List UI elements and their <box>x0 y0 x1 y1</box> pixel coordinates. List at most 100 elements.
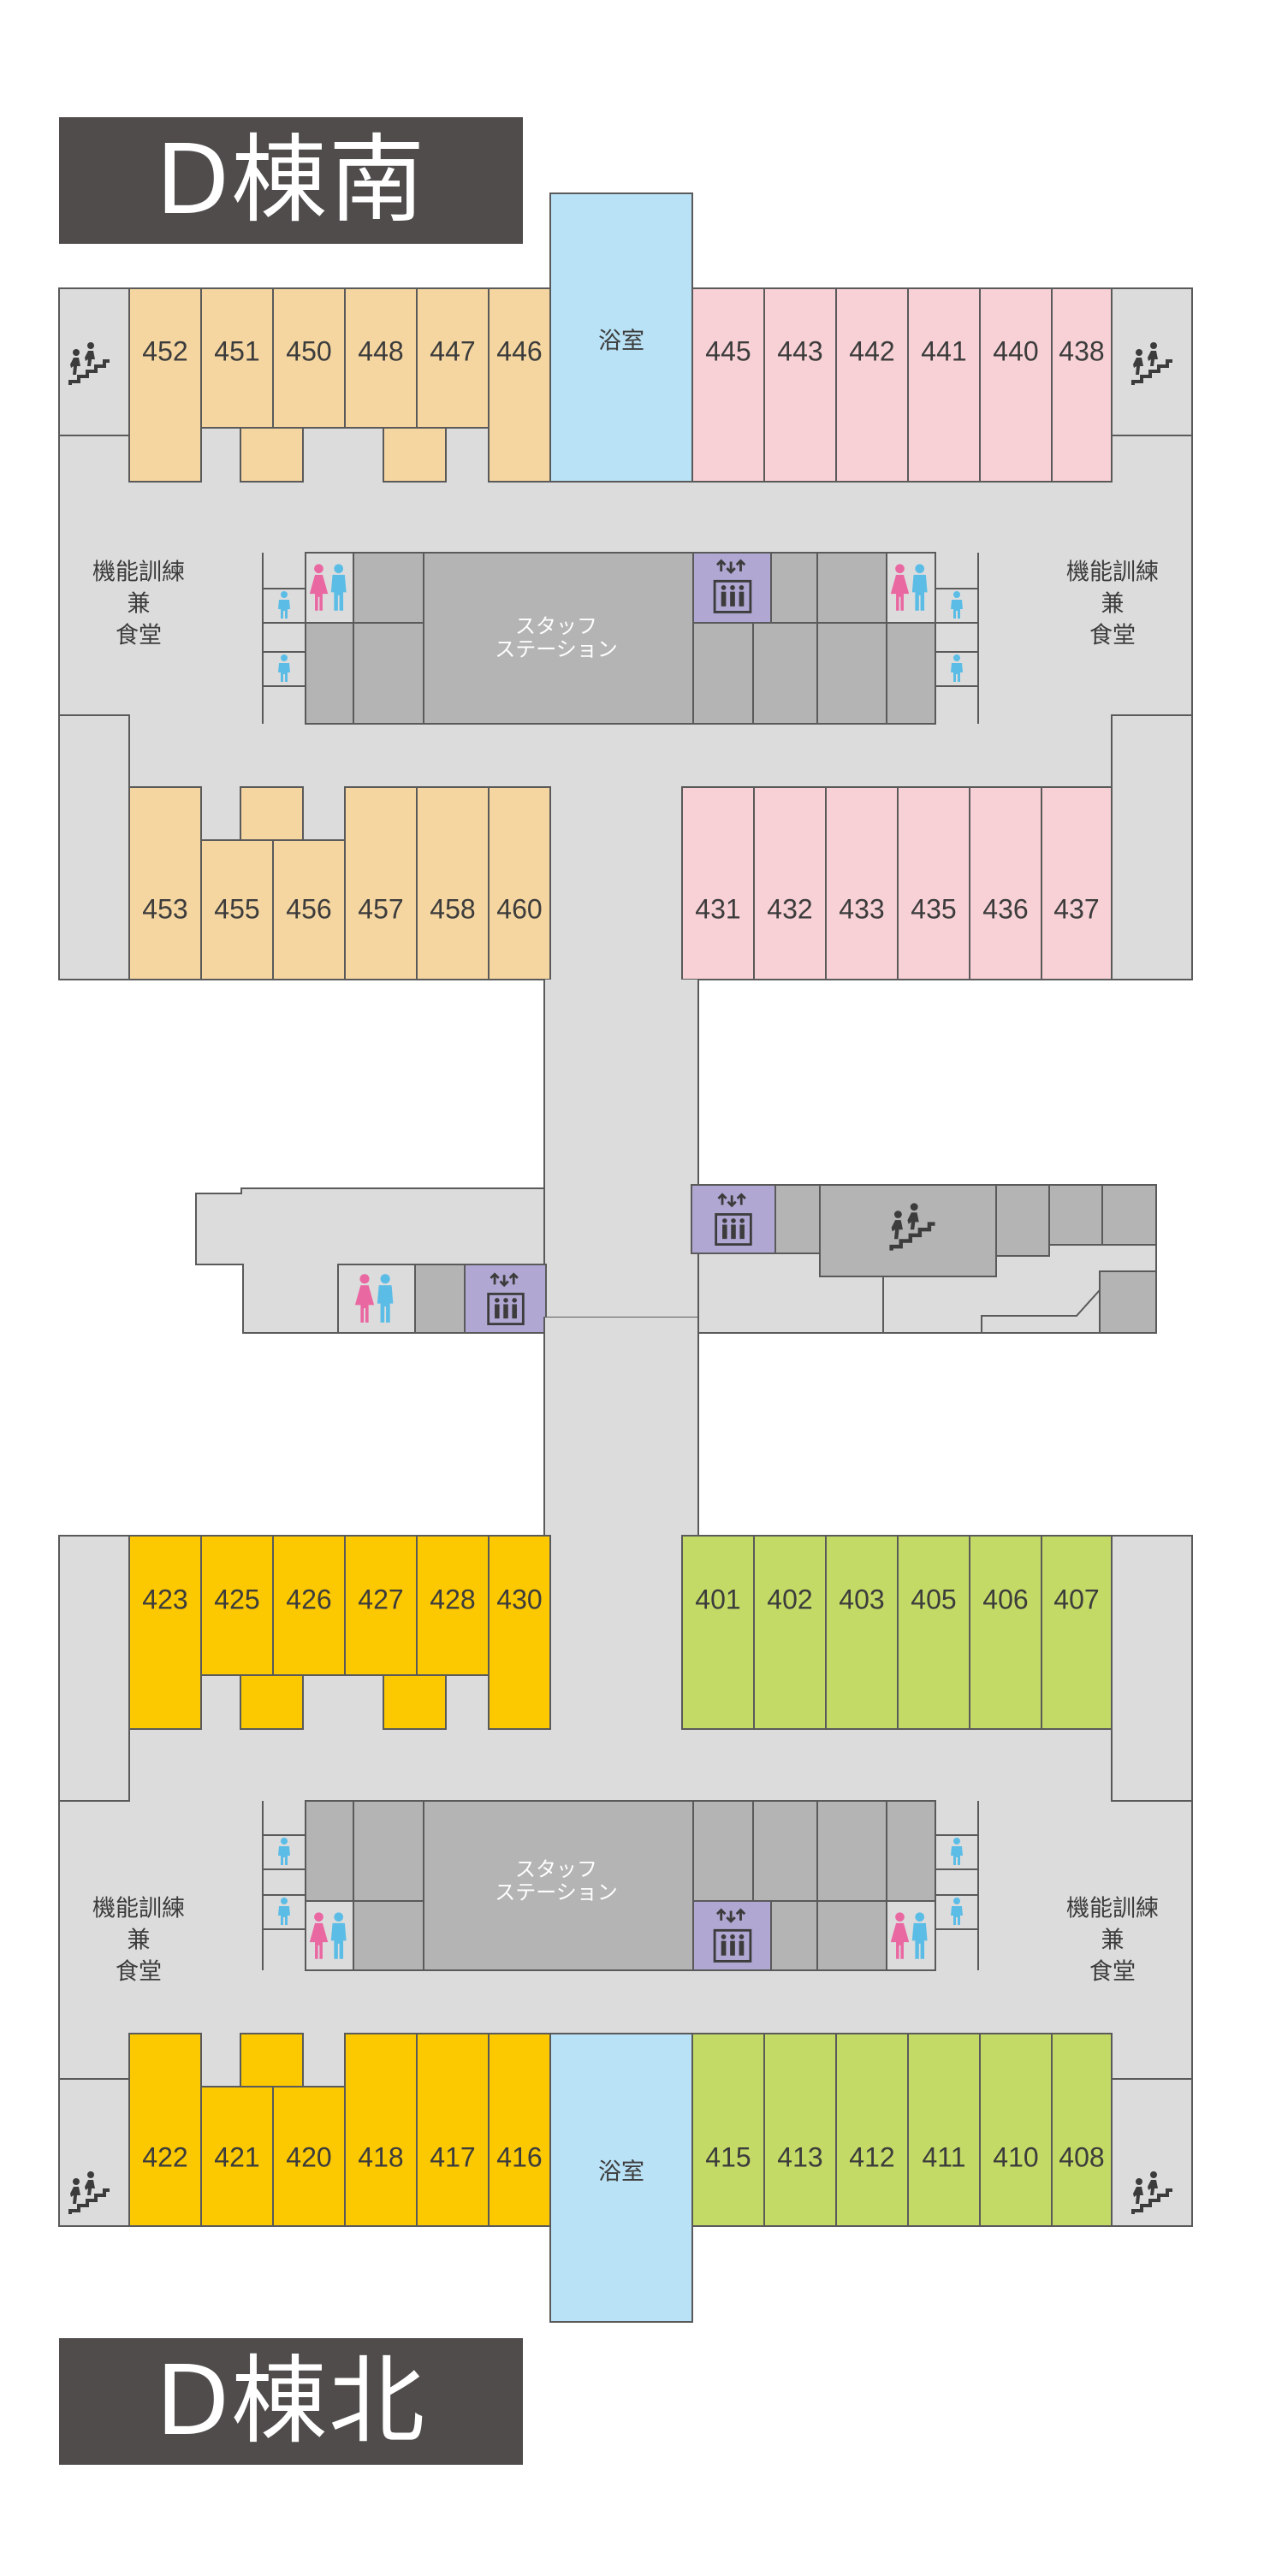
room-446[interactable] <box>488 287 551 483</box>
room-number: 410 <box>993 2141 1038 2172</box>
room-406[interactable] <box>969 1535 1042 1730</box>
room-number: 425 <box>214 1584 259 1614</box>
room-415[interactable] <box>691 2033 765 2227</box>
room-number: 413 <box>777 2141 822 2172</box>
south-bath-label: 浴室 <box>598 329 644 355</box>
room-420[interactable] <box>272 2086 346 2227</box>
staff-station[interactable] <box>305 552 936 725</box>
room-453[interactable] <box>128 786 202 980</box>
north-side-left <box>58 1535 130 1802</box>
room-number: 440 <box>993 335 1038 366</box>
north-bottom-right-rooms: 415 413 412 411 410 408 <box>691 2033 1113 2227</box>
room-number: 443 <box>777 335 822 366</box>
room-number: 411 <box>922 2141 965 2172</box>
staff-station-label: ステーション <box>495 637 618 661</box>
room-432[interactable] <box>753 786 827 980</box>
room-number: 455 <box>214 893 259 924</box>
room-418[interactable] <box>344 2033 418 2227</box>
room-423[interactable] <box>128 1535 202 1730</box>
south-side-right <box>1111 714 1193 980</box>
room-number: 406 <box>982 1584 1028 1614</box>
room-401[interactable] <box>681 1535 755 1730</box>
north-side-right <box>1111 1535 1193 1802</box>
training-label: 兼 <box>128 591 151 618</box>
staff-station-label: スタッフ <box>515 614 597 638</box>
room-number: 441 <box>921 335 966 366</box>
room-number: 456 <box>286 893 331 924</box>
room-411[interactable] <box>907 2033 981 2227</box>
room-number: 437 <box>1053 893 1099 924</box>
stairwell-middle[interactable] <box>819 1184 997 1277</box>
north-bath[interactable] <box>549 2033 693 2323</box>
room-457[interactable] <box>344 786 418 980</box>
room-408[interactable] <box>1051 2033 1113 2227</box>
room-403[interactable] <box>825 1535 899 1730</box>
room-413[interactable] <box>763 2033 837 2227</box>
room-416[interactable] <box>488 2033 551 2227</box>
room-number: 402 <box>767 1584 812 1614</box>
room-440[interactable] <box>979 287 1053 483</box>
room-441[interactable] <box>907 287 981 483</box>
room-438[interactable] <box>1051 287 1113 483</box>
room-450[interactable] <box>272 287 346 429</box>
room-455-annex <box>240 786 304 841</box>
room-number: 442 <box>849 335 894 366</box>
room-number: 431 <box>695 893 740 924</box>
training-label: 兼 <box>128 1928 151 1954</box>
room-number: 415 <box>705 2141 751 2172</box>
room-442[interactable] <box>835 287 909 483</box>
room-number: 407 <box>1053 1584 1099 1614</box>
room-number: 447 <box>430 335 475 366</box>
room-412[interactable] <box>835 2033 909 2227</box>
room-422[interactable] <box>128 2033 202 2227</box>
room-431[interactable] <box>681 786 755 980</box>
training-label: 機能訓練 <box>92 560 185 586</box>
room-407[interactable] <box>1041 1535 1113 1730</box>
south-bottom-right-rooms: 431 432 433 435 436 437 <box>681 786 1113 980</box>
room-451[interactable] <box>200 287 274 429</box>
room-425-annex <box>240 1674 304 1730</box>
north-stair-left[interactable] <box>58 2078 130 2227</box>
room-428-annex <box>383 1674 447 1730</box>
room-451-annex <box>240 427 304 483</box>
room-410[interactable] <box>979 2033 1053 2227</box>
room-460[interactable] <box>488 786 551 980</box>
room-number: 458 <box>430 893 475 924</box>
room-435[interactable] <box>897 786 970 980</box>
training-label: 兼 <box>1101 1928 1125 1954</box>
room-445[interactable] <box>691 287 765 483</box>
room-number: 446 <box>496 335 542 366</box>
south-stair-left[interactable] <box>58 287 130 436</box>
room-number: 421 <box>214 2141 259 2172</box>
room-437[interactable] <box>1041 786 1113 980</box>
staff-station-label: ステーション <box>495 1880 618 1904</box>
room-402[interactable] <box>753 1535 827 1730</box>
room-436[interactable] <box>969 786 1042 980</box>
room-number: 422 <box>142 2141 187 2172</box>
room-433[interactable] <box>825 786 899 980</box>
room-number: 420 <box>286 2141 331 2172</box>
room-452[interactable] <box>128 287 202 483</box>
room-430[interactable] <box>488 1535 551 1730</box>
room-405[interactable] <box>897 1535 970 1730</box>
training-label: 食堂 <box>116 623 162 649</box>
room-443[interactable] <box>763 287 837 483</box>
room-426[interactable] <box>272 1535 346 1676</box>
south-bath[interactable] <box>549 192 693 483</box>
north-bottom-left-rooms: 422 421 420 418 417 416 <box>128 2033 551 2227</box>
room-number: 401 <box>695 1584 740 1614</box>
room-417[interactable] <box>416 2033 490 2227</box>
room-number: 428 <box>430 1584 475 1614</box>
room-458[interactable] <box>416 786 490 980</box>
training-label: 兼 <box>1101 591 1125 618</box>
room-number: 448 <box>358 335 403 366</box>
restroom-middle[interactable] <box>337 1264 416 1334</box>
room-421[interactable] <box>200 2086 274 2227</box>
room-455[interactable] <box>200 839 274 980</box>
south-top-right-rooms: 445 443 442 441 440 438 <box>691 287 1113 483</box>
room-427[interactable] <box>344 1535 418 1676</box>
room-428[interactable] <box>416 1535 490 1676</box>
room-number: 450 <box>286 335 331 366</box>
staff-station[interactable] <box>305 1800 936 1971</box>
room-448[interactable] <box>344 287 418 429</box>
